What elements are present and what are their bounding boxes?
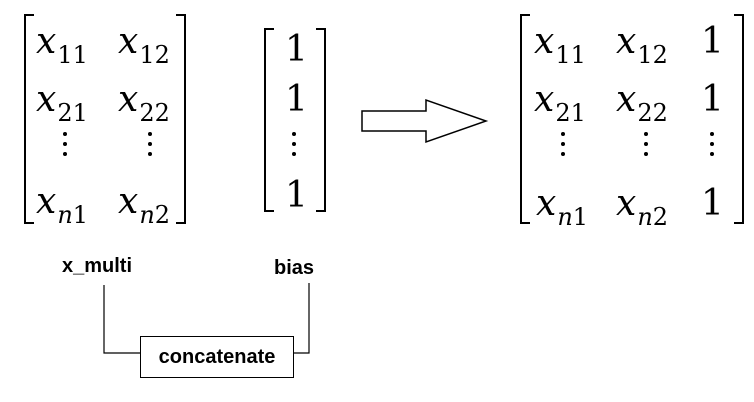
x-multi-left-bracket [24, 14, 34, 224]
bias-value-2: 1 [285, 79, 308, 120]
result-cell-r3c2: xn2 [616, 183, 669, 231]
result-vdots-c2 [644, 132, 650, 162]
x-multi-cell-r1c2: x12 [118, 21, 170, 69]
x-multi-cell-r2c2: x22 [118, 79, 170, 127]
bias-left-bracket [264, 28, 274, 212]
result-left-bracket [520, 14, 530, 224]
x-multi-vdots-c2 [148, 132, 154, 162]
x-multi-vdots-c1 [63, 132, 69, 162]
bias-right-bracket [316, 28, 326, 212]
x-multi-right-bracket [176, 14, 186, 224]
result-cell-r1c2: x12 [616, 21, 668, 69]
x-multi-cell-r3c1: xn1 [36, 181, 89, 229]
concatenate-box: concatenate [140, 336, 294, 378]
bias-vdots [292, 132, 298, 162]
x-multi-label: x_multi [62, 255, 133, 277]
bias-value-3: 1 [285, 175, 308, 216]
bias-value-1: 1 [285, 29, 308, 70]
transform-arrow [361, 98, 489, 144]
result-cell-r2c1: x21 [534, 79, 586, 127]
bias-label: bias [274, 257, 315, 279]
x-multi-cell-r3c2: xn2 [118, 181, 171, 229]
x-multi-cell-r2c1: x21 [36, 79, 88, 127]
result-one-r2: 1 [701, 79, 724, 120]
result-cell-r2c2: x22 [616, 79, 668, 127]
result-one-r3: 1 [701, 183, 724, 224]
x-multi-cell-r1c1: x11 [36, 21, 88, 69]
result-vdots-c3 [710, 132, 716, 162]
concatenate-label: concatenate [158, 345, 276, 368]
result-cell-r3c1: xn1 [536, 183, 589, 231]
result-vdots-c1 [561, 132, 567, 162]
result-cell-r1c1: x11 [534, 21, 586, 69]
result-right-bracket [734, 14, 744, 224]
result-one-r1: 1 [701, 21, 724, 62]
